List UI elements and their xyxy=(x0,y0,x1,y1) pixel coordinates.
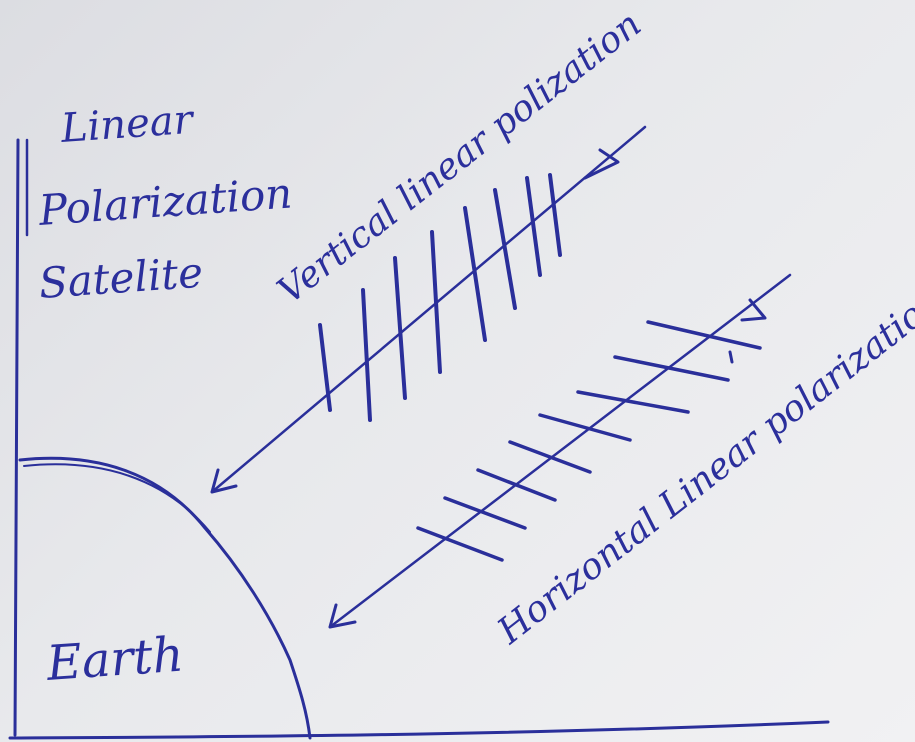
satellite-axis xyxy=(15,140,27,735)
satellite-label-line3: Satelite xyxy=(37,248,204,308)
satellite-label-line1: Linear xyxy=(58,97,197,152)
satellite-label-line2: Polarization xyxy=(36,168,293,235)
earth-arc xyxy=(20,458,310,738)
vertical-wave-label: Vertical linear polization xyxy=(270,4,649,312)
ground-line xyxy=(10,722,828,738)
earth-label: Earth xyxy=(44,627,185,692)
horizontal-wave-ticks xyxy=(418,322,760,560)
